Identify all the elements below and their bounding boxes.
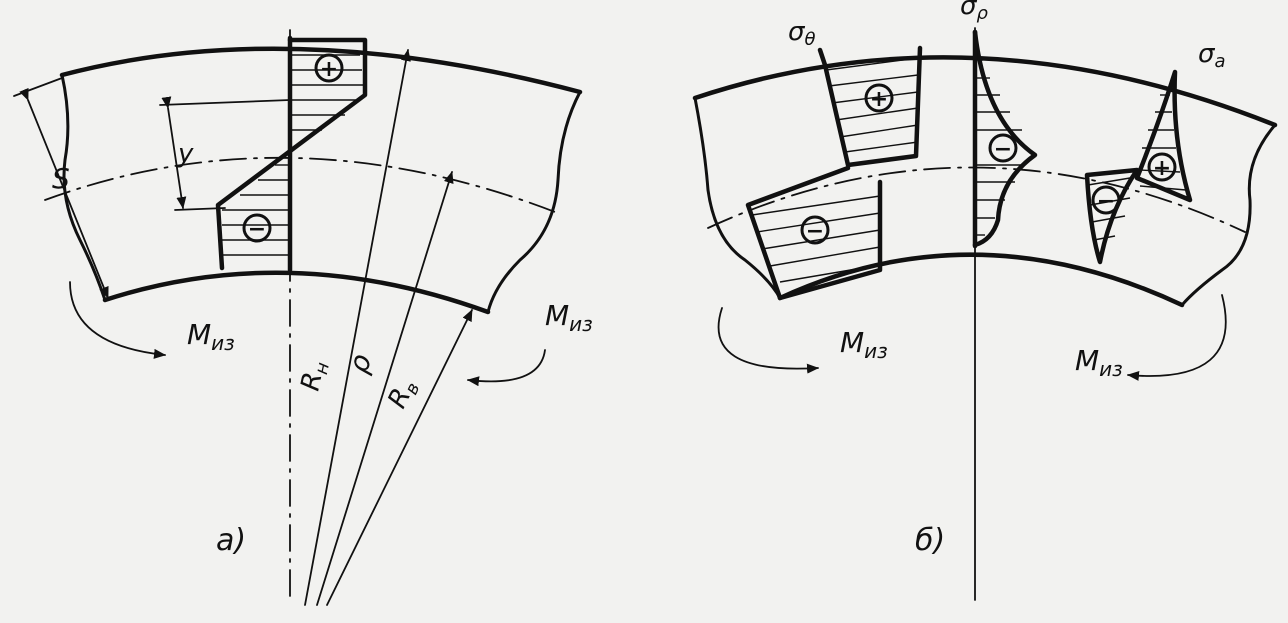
radius-inner-line xyxy=(326,309,473,606)
sigma-theta-diagram: + − σθ xyxy=(745,17,923,301)
panel-a: S y xyxy=(13,29,593,606)
moment-arrow-left-b xyxy=(717,307,819,374)
sigma-theta-upper-hatching xyxy=(825,57,919,153)
sigma-theta-label: σθ xyxy=(788,17,816,50)
sigma-theta-plus-sign: + xyxy=(870,87,888,112)
sigma-rho-minus-circle xyxy=(988,133,1018,163)
sigma-a-plus-circle xyxy=(1147,152,1177,182)
left-end-b xyxy=(693,96,782,300)
sigma-a-minus-circle xyxy=(1091,185,1121,215)
inner-arc-a xyxy=(102,270,491,315)
radius-outer-line xyxy=(304,49,411,606)
sigma-a-lower-hatching xyxy=(1087,177,1131,241)
sigma-rho-diagram: − σρ xyxy=(960,0,1038,249)
r-inner-label: Rв xyxy=(382,374,424,414)
offset-label: y xyxy=(177,139,194,169)
moment-label-right-b: Mиз xyxy=(1075,344,1123,381)
moment-arrow-left-a xyxy=(69,281,166,359)
caption-a: а) xyxy=(216,523,246,558)
radius-neutral-line xyxy=(316,171,454,606)
plus-sign-a: + xyxy=(320,57,338,82)
linear-stress-outline xyxy=(215,37,368,271)
right-end-a xyxy=(486,90,582,314)
sigma-rho-outline xyxy=(972,29,1038,248)
caption-b: б) xyxy=(915,523,945,558)
sigma-theta-minus-circle xyxy=(800,215,830,245)
sigma-a-lower-outline xyxy=(1084,167,1140,265)
sigma-a-diagram: + − σa xyxy=(1084,39,1226,265)
thickness-dimension xyxy=(19,87,109,299)
sigma-rho-label: σρ xyxy=(960,0,988,24)
thickness-label: S xyxy=(52,162,70,195)
plus-circle-a xyxy=(314,53,344,83)
moment-label-left-b: Mиз xyxy=(840,326,888,363)
minus-circle-a xyxy=(242,213,272,243)
r-outer-label: Rн xyxy=(296,358,335,394)
r-neutral-label: ρ xyxy=(341,350,378,377)
sigma-theta-minus-sign: − xyxy=(806,219,824,244)
outer-arc-a xyxy=(59,46,583,95)
linear-stress-diagram: + − xyxy=(215,35,368,273)
panel-b: + − σθ − σρ xyxy=(692,0,1278,601)
sigma-theta-lower-hatching xyxy=(751,195,881,283)
right-end-b xyxy=(1180,123,1277,307)
neutral-line-a xyxy=(44,156,556,213)
sigma-rho-minus-sign: − xyxy=(994,137,1012,162)
sigma-theta-lower-outline xyxy=(745,165,883,301)
sigma-a-plus-sign: + xyxy=(1153,156,1171,181)
moment-arrow-right-a xyxy=(467,349,546,387)
offset-ext-top xyxy=(159,99,291,106)
sigma-theta-upper-outline xyxy=(817,45,923,168)
moment-label-left-a: Mиз xyxy=(187,318,235,355)
thickness-ext-top xyxy=(13,77,63,97)
moment-label-right-a: Mиз xyxy=(545,299,593,336)
sigma-a-label: σa xyxy=(1198,39,1226,72)
outer-arc-b xyxy=(692,55,1278,128)
sigma-theta-plus-circle xyxy=(864,83,894,113)
sigma-a-upper-outline xyxy=(1134,69,1193,203)
minus-sign-a: − xyxy=(248,217,266,242)
offset-dimension xyxy=(161,96,187,209)
sigma-a-minus-sign: − xyxy=(1097,189,1115,214)
moment-arrow-right-b xyxy=(1127,294,1227,381)
inner-arc-b xyxy=(777,252,1185,308)
